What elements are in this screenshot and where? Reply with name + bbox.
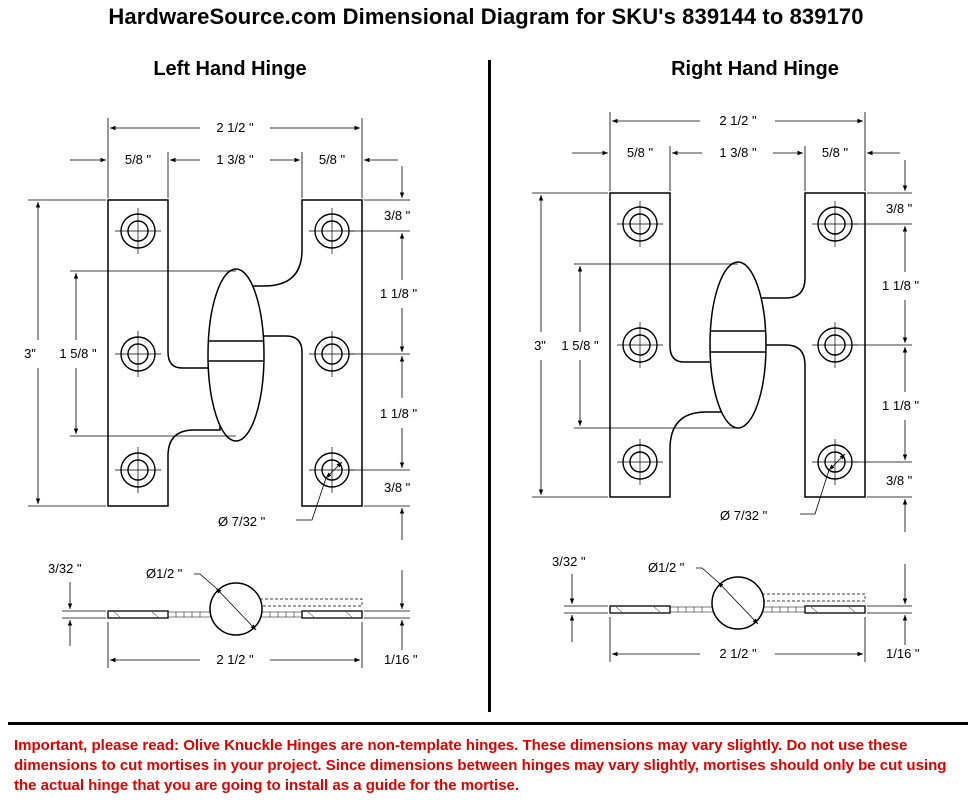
right-hinge-dimension-lines [532,112,912,532]
left-dim-top-offset: 3/8 " [384,208,411,223]
left-hinge-front-view [107,199,363,507]
left-dim-side-width: 2 1/2 " [216,652,254,667]
left-dim-knuckle-height: 1 5/8 " [59,346,97,361]
right-hinge-labels: 2 1/2 " 5/8 " 1 3/8 " 5/8 " 3/8 " 1 1/8 … [534,113,920,661]
panel-divider [488,60,491,712]
right-dim-spacing-lower: 1 1/8 " [882,398,920,413]
important-notice: Important, please read: Olive Knuckle Hi… [14,737,947,794]
left-hinge-dimension-lines [28,118,410,540]
right-dim-leaf-right: 5/8 " [822,145,849,160]
left-dim-knuckle-diameter: Ø1/2 " [146,566,183,581]
left-side-dimension-lines [62,570,410,668]
left-dim-leaf-left: 5/8 " [125,152,152,167]
right-dim-knuckle-height: 1 5/8 " [561,338,599,353]
right-hinge-front-view [609,192,866,498]
right-dim-side-width: 2 1/2 " [719,646,757,661]
left-hinge-title: Left Hand Hinge [153,58,307,80]
right-dim-spacing-upper: 1 1/8 " [882,278,920,293]
left-dim-spacing-lower: 1 1/8 " [380,406,418,421]
left-hinge-labels: 2 1/2 " 5/8 " 1 3/8 " 5/8 " 3/8 " 1 1/8 … [24,120,418,667]
right-dim-side-height: 3/32 " [552,554,586,569]
left-dim-side-height: 3/32 " [48,561,82,576]
left-dim-bottom-offset: 3/8 " [384,480,411,495]
left-dim-leaf-thickness: 1/16 " [384,652,418,667]
right-dim-height: 3" [534,338,546,353]
left-hinge-side-view [107,582,363,636]
right-dim-leaf-left: 5/8 " [627,145,654,160]
left-dim-gap: 1 3/8 " [216,152,254,167]
right-dim-knuckle-diameter: Ø1/2 " [648,560,685,575]
right-side-dimension-lines [564,564,912,662]
left-dim-spacing-upper: 1 1/8 " [380,286,418,301]
right-dim-overall-width: 2 1/2 " [719,113,757,128]
right-dim-bottom-offset: 3/8 " [886,473,913,488]
left-dim-hole-diameter: Ø 7/32 " [218,514,266,529]
left-dim-overall-width: 2 1/2 " [216,120,254,135]
left-dim-height: 3" [24,346,36,361]
right-dim-top-offset: 3/8 " [886,201,913,216]
right-dim-leaf-thickness: 1/16 " [886,646,920,661]
right-hinge-title: Right Hand Hinge [671,58,839,80]
left-dim-leaf-right: 5/8 " [319,152,346,167]
hinge-diagrams: 2 1/2 " 5/8 " 1 3/8 " 5/8 " 3/8 " 1 1/8 … [24,112,920,668]
notice-divider [8,722,968,725]
right-dim-gap: 1 3/8 " [719,145,757,160]
right-dim-hole-diameter: Ø 7/32 " [720,508,768,523]
page-title: HardwareSource.com Dimensional Diagram f… [108,4,864,29]
